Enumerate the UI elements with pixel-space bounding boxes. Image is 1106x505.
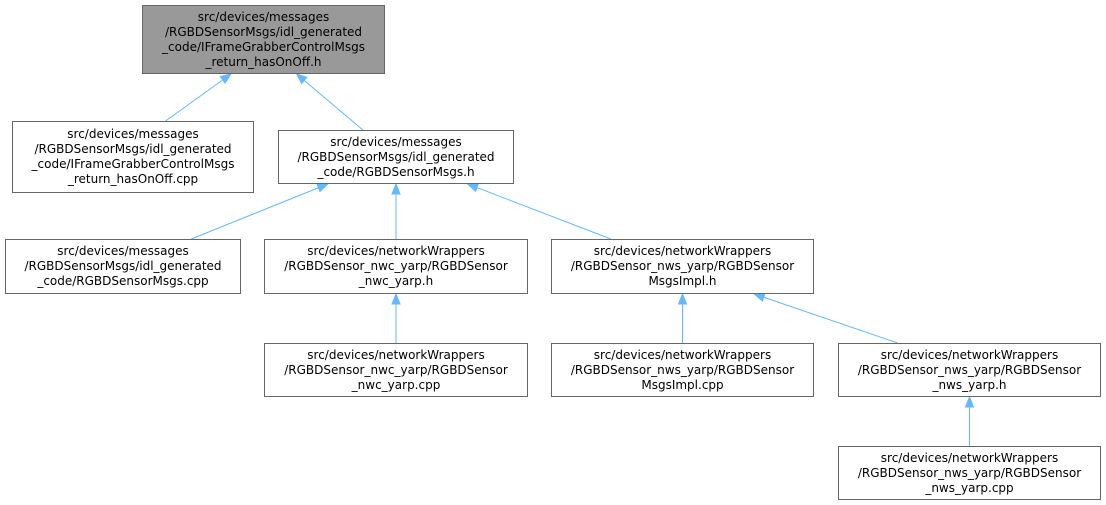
edge-n5-n2 bbox=[476, 187, 612, 240]
graph-node-nws-yarp-h[interactable]: src/devices/networkWrappers /RGBDSensor_… bbox=[838, 343, 1101, 397]
graph-node-hasonoff-cpp[interactable]: src/devices/messages /RGBDSensorMsgs/idl… bbox=[12, 121, 254, 193]
node-label-line: src/devices/networkWrappers bbox=[593, 244, 772, 258]
node-label-line: /RGBDSensor_nws_yarp/RGBDSensor bbox=[857, 362, 1082, 377]
node-label-line: src/devices/messages bbox=[67, 127, 199, 141]
node-label-line: /RGBDSensor_nwc_yarp/RGBDSensor bbox=[284, 259, 508, 273]
node-label-line: /RGBDSensorMsgs/idl_generated bbox=[24, 259, 222, 273]
edge-arrowhead-n9-n8 bbox=[964, 395, 975, 408]
edge-n8-n5 bbox=[763, 296, 898, 344]
node-label-line: MsgsImpl.cpp bbox=[641, 377, 724, 392]
node-label-line: /RGBDSensor_nwc_yarp/RGBDSensor bbox=[284, 362, 508, 377]
edge-arrowhead-n8-n5 bbox=[752, 292, 766, 302]
node-label-line: _code/RGBDSensorMsgs.h bbox=[317, 164, 475, 179]
node-label-line: /RGBDSensorMsgs/idl_generated bbox=[34, 142, 232, 156]
edge-arrowhead-n5-n2 bbox=[466, 183, 480, 193]
edge-n2-n0 bbox=[303, 80, 364, 131]
node-label-line: /RGBDSensor_nws_yarp/RGBDSensor bbox=[857, 465, 1082, 480]
node-label-line: _return_hasOnOff.h bbox=[205, 54, 322, 69]
node-label-line: _nwc_yarp.h bbox=[358, 274, 434, 288]
node-label-line: /RGBDSensor_nws_yarp/RGBDSensor bbox=[570, 259, 795, 273]
node-label-line: _return_hasOnOff.cpp bbox=[67, 172, 199, 186]
node-label-line: /RGBDSensorMsgs/idl_generated bbox=[297, 149, 495, 164]
graph-node-rgbdsensormsgs-cpp[interactable]: src/devices/messages /RGBDSensorMsgs/idl… bbox=[5, 239, 241, 294]
node-label-line: src/devices/messages bbox=[330, 134, 462, 149]
edge-arrowhead-n4-n2 bbox=[391, 182, 401, 195]
node-label-line: _nwc_yarp.cpp bbox=[351, 377, 441, 392]
node-label-line: src/devices/networkWrappers bbox=[880, 450, 1059, 465]
graph-node-nwc-yarp-cpp[interactable]: src/devices/networkWrappers /RGBDSensor_… bbox=[264, 343, 528, 397]
edge-n1-n0 bbox=[165, 79, 224, 122]
node-label-line: MsgsImpl.h bbox=[648, 274, 717, 288]
node-label-line: /RGBDSensorMsgs/idl_generated bbox=[164, 24, 363, 39]
graph-node-msgsimpl-h[interactable]: src/devices/networkWrappers /RGBDSensor_… bbox=[551, 239, 814, 294]
node-label-line: _nws_yarp.cpp bbox=[925, 480, 1014, 495]
node-label-line: src/devices/networkWrappers bbox=[593, 347, 772, 362]
edge-arrowhead-n3-n2 bbox=[316, 183, 329, 193]
node-label-line: src/devices/messages bbox=[197, 9, 330, 24]
node-label-line: src/devices/networkWrappers bbox=[880, 347, 1059, 362]
edge-arrowhead-n6-n4 bbox=[391, 292, 401, 305]
graph-node-rgbdsensormsgs-h[interactable]: src/devices/messages /RGBDSensorMsgs/idl… bbox=[278, 130, 514, 184]
node-label-line: _code/RGBDSensorMsgs.cpp bbox=[37, 274, 209, 288]
edge-arrowhead-n7-n5 bbox=[677, 292, 688, 305]
node-label-line: src/devices/messages bbox=[57, 244, 189, 258]
graph-node-nws-yarp-cpp[interactable]: src/devices/networkWrappers /RGBDSensor_… bbox=[838, 446, 1101, 500]
graph-node-current-header: src/devices/messages /RGBDSensorMsgs/idl… bbox=[142, 5, 385, 74]
edge-n3-n2 bbox=[191, 187, 319, 240]
node-label-line: _nws_yarp.h bbox=[932, 377, 1007, 392]
graph-node-msgsimpl-cpp[interactable]: src/devices/networkWrappers /RGBDSensor_… bbox=[551, 343, 814, 397]
node-label-line: src/devices/networkWrappers bbox=[307, 347, 485, 362]
graph-node-nwc-yarp-h[interactable]: src/devices/networkWrappers /RGBDSensor_… bbox=[264, 239, 528, 294]
edge-arrowhead-n2-n0 bbox=[295, 73, 308, 85]
edge-arrowhead-n1-n0 bbox=[219, 73, 232, 84]
node-label-line: src/devices/networkWrappers bbox=[307, 244, 485, 258]
node-label-line: /RGBDSensor_nws_yarp/RGBDSensor bbox=[570, 362, 795, 377]
node-label-line: _code/IFrameGrabberControlMsgs bbox=[162, 39, 365, 54]
node-label-line: _code/IFrameGrabberControlMsgs bbox=[31, 157, 235, 171]
